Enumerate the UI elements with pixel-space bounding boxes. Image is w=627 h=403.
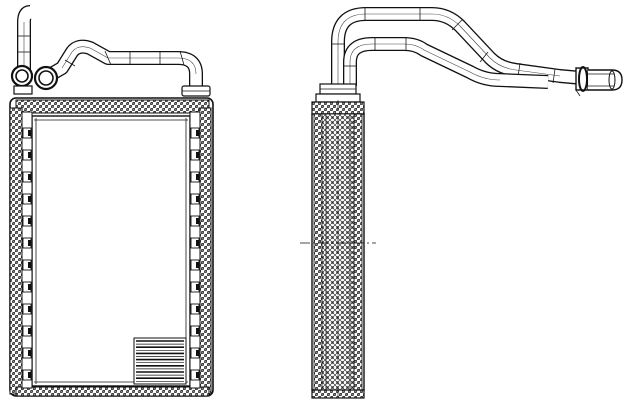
tab-mark bbox=[196, 218, 199, 224]
tab-mark bbox=[28, 130, 31, 136]
tab-mark bbox=[28, 262, 31, 268]
tab-mark bbox=[196, 152, 199, 158]
tab-mark bbox=[196, 284, 199, 290]
front-fin-sample bbox=[133, 337, 187, 385]
tab-mark bbox=[196, 328, 199, 334]
side-core-section bbox=[300, 100, 376, 400]
tab-mark bbox=[196, 196, 199, 202]
tab-mark bbox=[196, 306, 199, 312]
front-pipe-fittings bbox=[10, 64, 211, 97]
tab-mark bbox=[28, 152, 31, 158]
tab-mark bbox=[28, 218, 31, 224]
front-outlet-pipe bbox=[44, 39, 203, 88]
tab-mark bbox=[28, 350, 31, 356]
front-view bbox=[9, 5, 214, 397]
side-short-pipe bbox=[343, 37, 549, 89]
tab-mark bbox=[28, 240, 31, 246]
tab-mark bbox=[28, 372, 31, 378]
front-side-tabs bbox=[22, 127, 200, 381]
tab-mark bbox=[28, 284, 31, 290]
tab-mark bbox=[28, 174, 31, 180]
tab-mark bbox=[28, 196, 31, 202]
tab-mark bbox=[196, 130, 199, 136]
side-pipe-end-fitting bbox=[575, 66, 623, 97]
tab-mark bbox=[196, 174, 199, 180]
side-view bbox=[300, 7, 623, 400]
tab-mark bbox=[196, 262, 199, 268]
tab-mark bbox=[196, 372, 199, 378]
tab-mark bbox=[28, 306, 31, 312]
tab-mark bbox=[196, 240, 199, 246]
side-long-pipe bbox=[331, 7, 583, 85]
tab-mark bbox=[196, 350, 199, 356]
tab-mark bbox=[28, 328, 31, 334]
